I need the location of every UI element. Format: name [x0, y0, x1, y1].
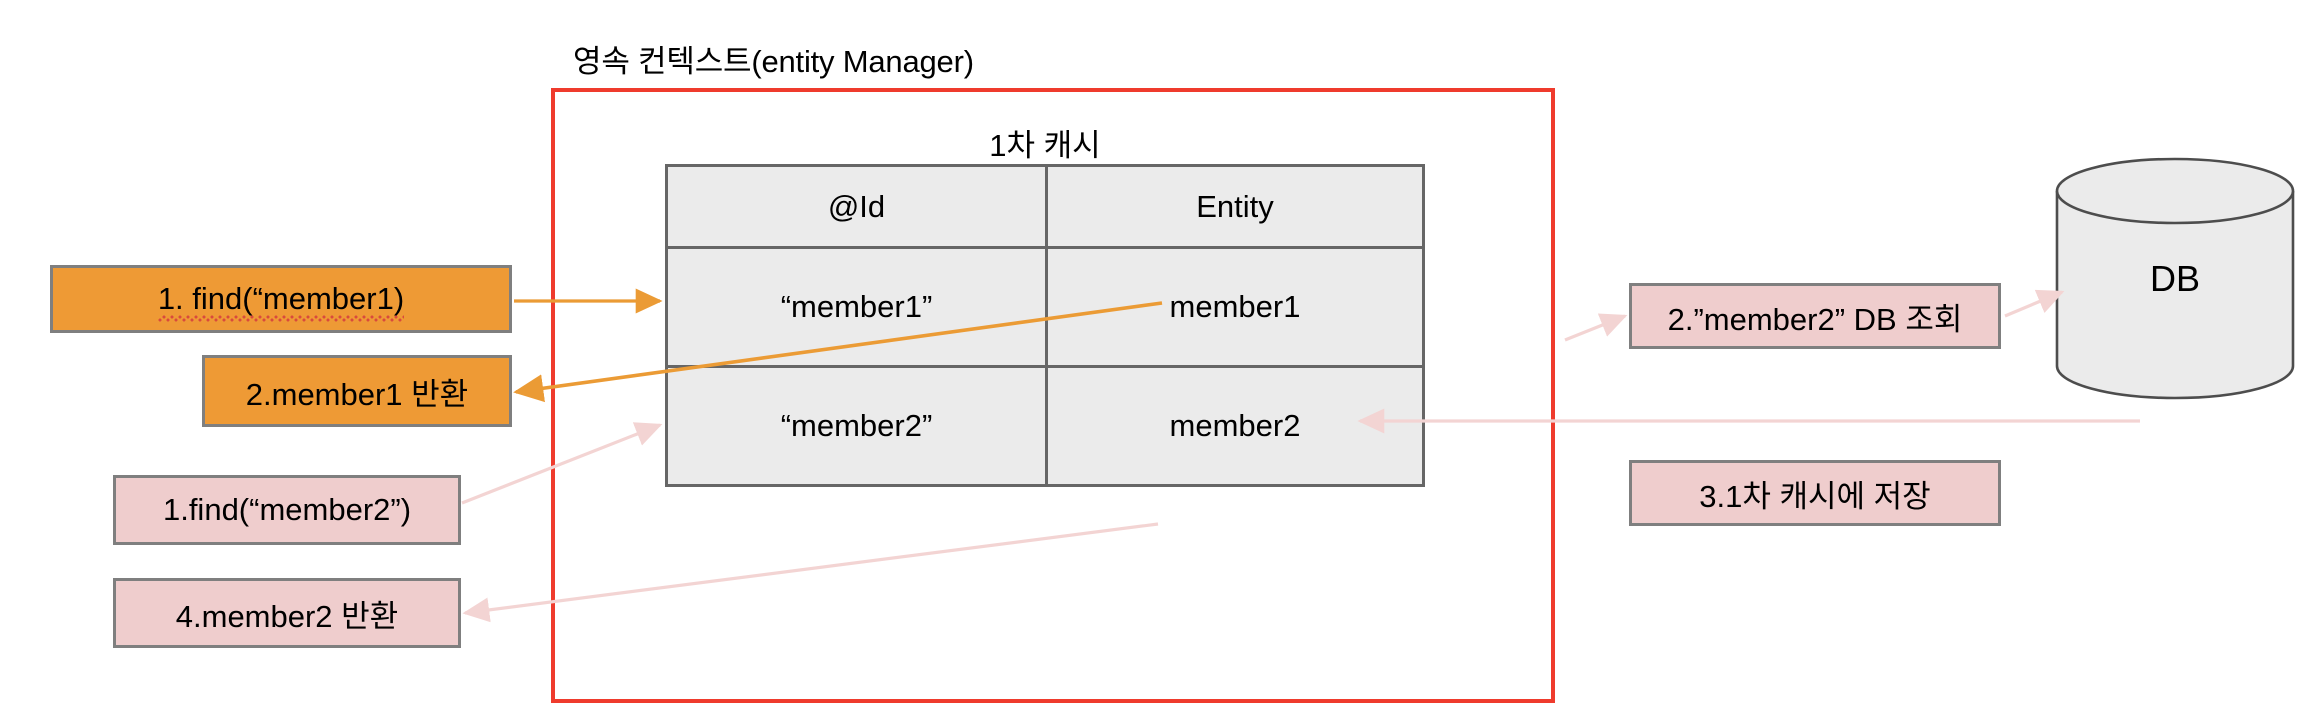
table-cell-id-member2: “member2” [665, 365, 1048, 487]
table-header-row: @Id Entity [665, 164, 1425, 249]
callout-return-member2-label: 4.member2 반환 [175, 598, 399, 634]
callout-find-member2: 1.find(“member2”) [113, 475, 461, 545]
callout-find-member2-label: 1.find(“member2”) [162, 492, 412, 527]
table-cell-id-member1: “member1” [665, 246, 1048, 368]
persistence-context-title: 영속 컨텍스트(entity Manager) [573, 44, 974, 79]
first-level-cache-title: 1차 캐시 [989, 128, 1101, 163]
table-row: “member1” member1 [665, 246, 1425, 368]
table-cell-entity-member2: member2 [1045, 365, 1425, 487]
callout-db-query-member2: 2.”member2” DB 조회 [1629, 283, 2001, 349]
callout-return-member1-label: 2.member1 반환 [245, 376, 469, 412]
spellcheck-squiggle-icon [157, 315, 405, 322]
callout-find-member1: 1. find(“member1) [50, 265, 512, 333]
callout-return-member2: 4.member2 반환 [113, 578, 461, 648]
arrow-db-query-to-database [2004, 289, 2065, 318]
table-header-entity: Entity [1045, 164, 1425, 249]
table-cell-entity-member1: member1 [1045, 246, 1425, 368]
callout-store-in-cache: 3.1차 캐시에 저장 [1629, 460, 2001, 526]
callout-find-member1-label: 1. find(“member1) [157, 281, 405, 316]
callout-db-query-member2-label: 2.”member2” DB 조회 [1667, 301, 1963, 337]
first-level-cache-table: @Id Entity “member1” member1 “member2” m… [665, 164, 1425, 487]
persistence-context-frame [551, 88, 1555, 703]
table-row: “member2” member2 [665, 365, 1425, 487]
arrow-to-db-query [1564, 313, 1628, 342]
database-cylinder-icon [2055, 157, 2295, 400]
callout-return-member1: 2.member1 반환 [202, 355, 512, 427]
table-header-id: @Id [665, 164, 1048, 249]
callout-store-in-cache-label: 3.1차 캐시에 저장 [1699, 478, 1931, 514]
